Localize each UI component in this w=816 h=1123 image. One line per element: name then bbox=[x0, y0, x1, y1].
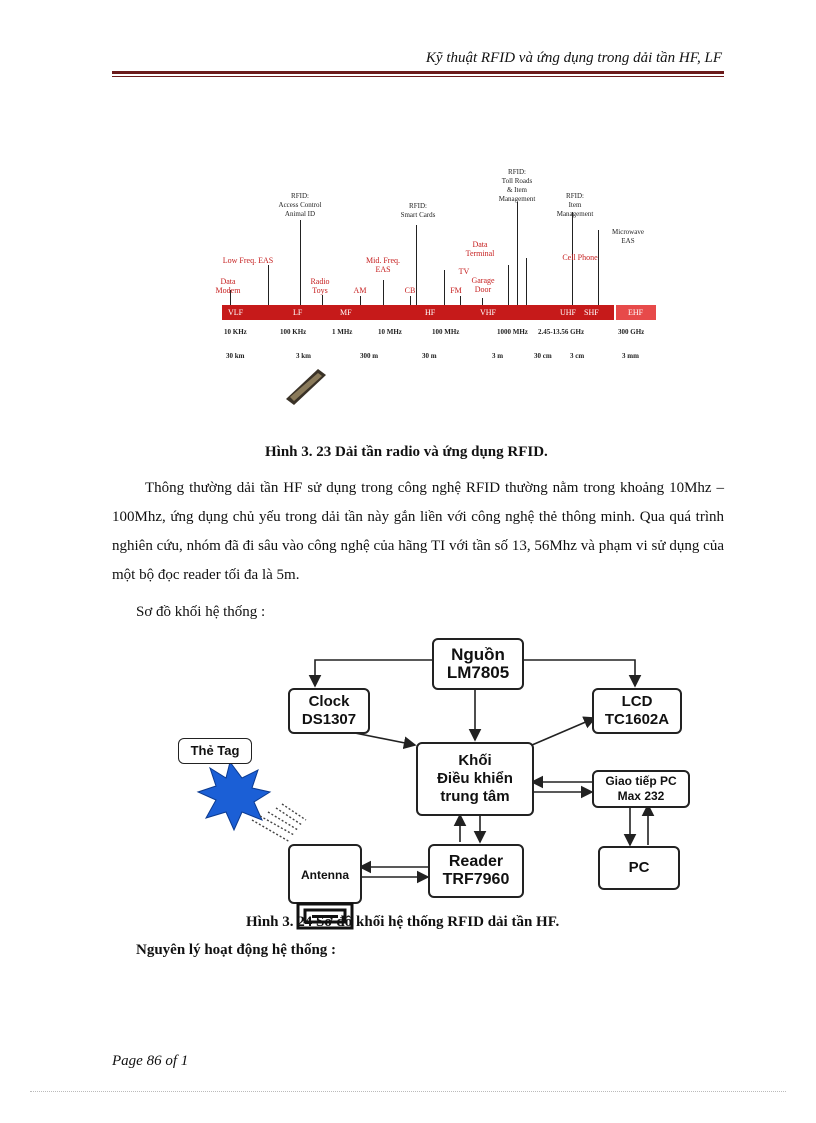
antenna-coil-icon bbox=[296, 902, 354, 930]
label-microwave-eas: Microwave EAS bbox=[612, 228, 644, 245]
wavelength-tick: 3 m bbox=[492, 352, 504, 360]
label-cell-phone: Cell Phone bbox=[562, 253, 598, 262]
tag-burst-icon bbox=[196, 760, 272, 832]
wavelength-tick: 3 km bbox=[296, 352, 311, 360]
microwave-eas-line bbox=[598, 230, 599, 305]
am-line bbox=[360, 296, 361, 305]
label-cb: CB bbox=[404, 286, 416, 295]
band-hf: HF bbox=[425, 308, 436, 317]
tag-label: Thẻ Tag bbox=[178, 738, 252, 764]
radio-spectrum-figure: Data Modem Low Freq. EAS RFID: Access Co… bbox=[200, 160, 670, 410]
antenna-block: Antenna bbox=[288, 844, 362, 930]
page-footer: Page 86 of 1 bbox=[112, 1053, 189, 1069]
freq-tick: 300 GHz bbox=[618, 328, 645, 336]
cb-line bbox=[410, 296, 411, 305]
controller-block: Khối Điều khiển trung tâm bbox=[416, 742, 534, 816]
band-ehf: EHF bbox=[628, 308, 644, 317]
low-freq-eas-line bbox=[268, 265, 269, 305]
label-tv: TV bbox=[458, 267, 470, 276]
header-rule-thin bbox=[112, 76, 724, 77]
fm-line bbox=[460, 296, 461, 305]
freq-tick: 10 MHz bbox=[378, 328, 402, 336]
lcd-block: LCD TC1602A bbox=[592, 688, 682, 734]
label-rfid-access: RFID: Access Control Animal ID bbox=[278, 192, 322, 218]
header-rule bbox=[112, 71, 724, 74]
label-radio-toys: Radio Toys bbox=[310, 277, 330, 295]
label-garage-door: Garage Door bbox=[471, 276, 495, 294]
frequency-band-bar bbox=[222, 305, 614, 320]
freq-tick: 100 KHz bbox=[280, 328, 307, 336]
pc-block: PC bbox=[598, 846, 680, 890]
rfid-smart-cards-line bbox=[416, 225, 417, 305]
band-shf: SHF bbox=[584, 308, 599, 317]
rfid-toll-line bbox=[517, 202, 518, 305]
label-rfid-toll: RFID: Toll Roads & Item Management bbox=[498, 168, 536, 203]
rfid-item-line bbox=[572, 212, 573, 305]
freq-tick: 100 MHz bbox=[432, 328, 460, 336]
radio-toys-line bbox=[322, 295, 323, 305]
label-rfid-smart-cards: RFID: Smart Cards bbox=[400, 202, 436, 219]
mid-freq-eas-line bbox=[383, 280, 384, 305]
freq-tick: 2.45-13.56 GHz bbox=[538, 328, 585, 336]
freq-tick: 1000 MHz bbox=[497, 328, 528, 336]
label-data-terminal: Data Terminal bbox=[465, 240, 495, 258]
wavelength-tick: 300 m bbox=[360, 352, 379, 360]
data-modem-line bbox=[230, 290, 231, 305]
wavelength-tick: 3 mm bbox=[622, 352, 639, 360]
clock-block: Clock DS1307 bbox=[288, 688, 370, 734]
figure-caption-spectrum: Hình 3. 23 Dải tần radio và ứng dụng RFI… bbox=[265, 444, 548, 460]
paragraph-hf-band: Thông thường dải tần HF sử dụng trong cô… bbox=[112, 480, 724, 583]
system-diagram-label: Sơ đồ khối hệ thống : bbox=[136, 604, 266, 620]
band-uhf: UHF bbox=[560, 308, 577, 317]
label-mid-freq-eas: Mid. Freq. EAS bbox=[366, 256, 400, 274]
label-rfid-item: RFID: Item Management bbox=[556, 192, 594, 218]
reader-block: Reader TRF7960 bbox=[428, 844, 524, 898]
cell-phone-line bbox=[526, 258, 527, 305]
antenna-label: Antenna bbox=[301, 868, 349, 882]
figure-caption-block-diagram: Hình 3. 24 Sơ đồ khối hệ thống RFID dải … bbox=[246, 914, 560, 930]
garage-door-line bbox=[482, 298, 483, 305]
power-block: Nguồn LM7805 bbox=[432, 638, 524, 690]
freq-tick: 1 MHz bbox=[332, 328, 353, 336]
footer-divider bbox=[30, 1091, 786, 1092]
label-fm: FM bbox=[450, 286, 462, 295]
diagram-connectors bbox=[196, 659, 655, 884]
rfid-chip-image bbox=[286, 369, 326, 405]
band-lf: LF bbox=[293, 308, 303, 317]
wavelength-tick: 3 cm bbox=[570, 352, 585, 360]
wavelength-tick: 30 m bbox=[422, 352, 437, 360]
pc-interface-block: Giao tiếp PC Max 232 bbox=[592, 770, 690, 808]
tv-line bbox=[508, 265, 509, 305]
freq-tick: 10 KHz bbox=[224, 328, 247, 336]
section-heading: Nguyên lý hoạt động hệ thống : bbox=[136, 942, 337, 958]
band-vhf: VHF bbox=[480, 308, 497, 317]
band-vlf: VLF bbox=[228, 308, 244, 317]
ehf-band-segment bbox=[616, 305, 656, 320]
page-header-title: Kỹ thuật RFID và ứng dụng trong dải tần … bbox=[425, 50, 722, 66]
label-am: AM bbox=[353, 286, 367, 295]
data-terminal-line bbox=[444, 270, 445, 305]
rfid-access-line bbox=[300, 220, 301, 305]
wavelength-tick: 30 km bbox=[226, 352, 245, 360]
label-low-freq-eas: Low Freq. EAS bbox=[222, 256, 274, 265]
label-data-modem: Data Modem bbox=[215, 277, 241, 295]
rfid-block-diagram: Nguồn LM7805 Clock DS1307 LCD TC1602A Kh… bbox=[170, 630, 700, 930]
band-mf: MF bbox=[340, 308, 352, 317]
wavelength-tick: 30 cm bbox=[534, 352, 552, 360]
